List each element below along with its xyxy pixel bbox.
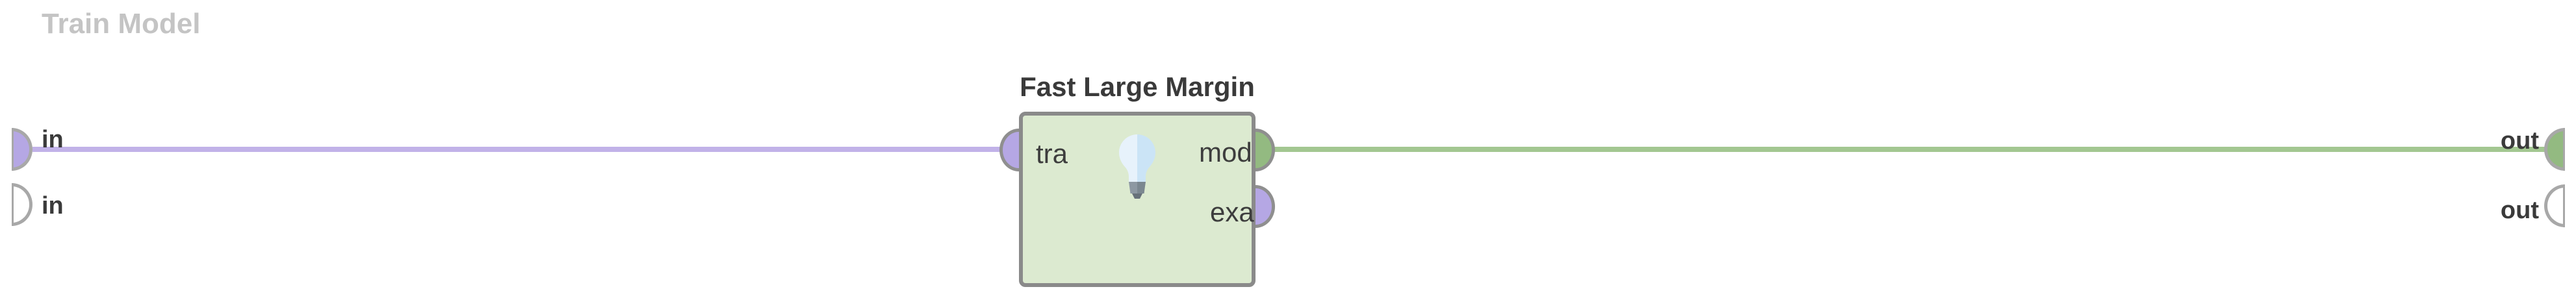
process-input-port-1-label: in — [42, 126, 64, 153]
process-output-port-2-label: out — [2500, 197, 2539, 224]
process-title: Train Model — [42, 8, 201, 40]
lightbulb-icon — [1119, 134, 1155, 199]
operator-port-mod[interactable] — [1256, 129, 1275, 171]
connection-wire-in-to-tra[interactable] — [32, 147, 1001, 152]
process-input-port-1[interactable] — [12, 128, 32, 171]
process-input-port-2-label: in — [42, 192, 64, 219]
operator-port-mod-label: mod — [1199, 137, 1252, 168]
connection-wire-mod-to-out[interactable] — [1274, 147, 2546, 152]
operator-port-tra[interactable] — [999, 129, 1019, 171]
process-output-port-1[interactable] — [2544, 128, 2565, 171]
operator-port-tra-label: tra — [1036, 138, 1068, 169]
process-output-port-1-label: out — [2500, 127, 2539, 155]
process-input-port-2[interactable] — [12, 183, 32, 226]
process-output-port-2[interactable] — [2544, 184, 2565, 227]
operator-title: Fast Large Margin — [1020, 71, 1255, 102]
operator-port-exa-label: exa — [1210, 197, 1254, 227]
operator-port-exa[interactable] — [1256, 185, 1275, 228]
